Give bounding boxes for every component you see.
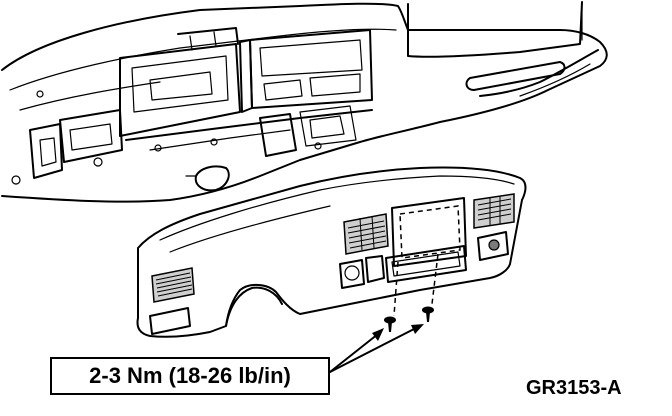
figure-id-label: GR3153-A xyxy=(526,377,622,399)
fastener-screw-left xyxy=(384,316,396,332)
instrument-panel-assembly xyxy=(1,1,608,203)
fastener-screw-right xyxy=(422,306,434,322)
torque-spec-callout: 2-3 Nm (18-26 lb/in) xyxy=(50,357,330,395)
instrument-panel-finish-panel xyxy=(136,166,527,338)
leader-arrows xyxy=(329,324,424,373)
